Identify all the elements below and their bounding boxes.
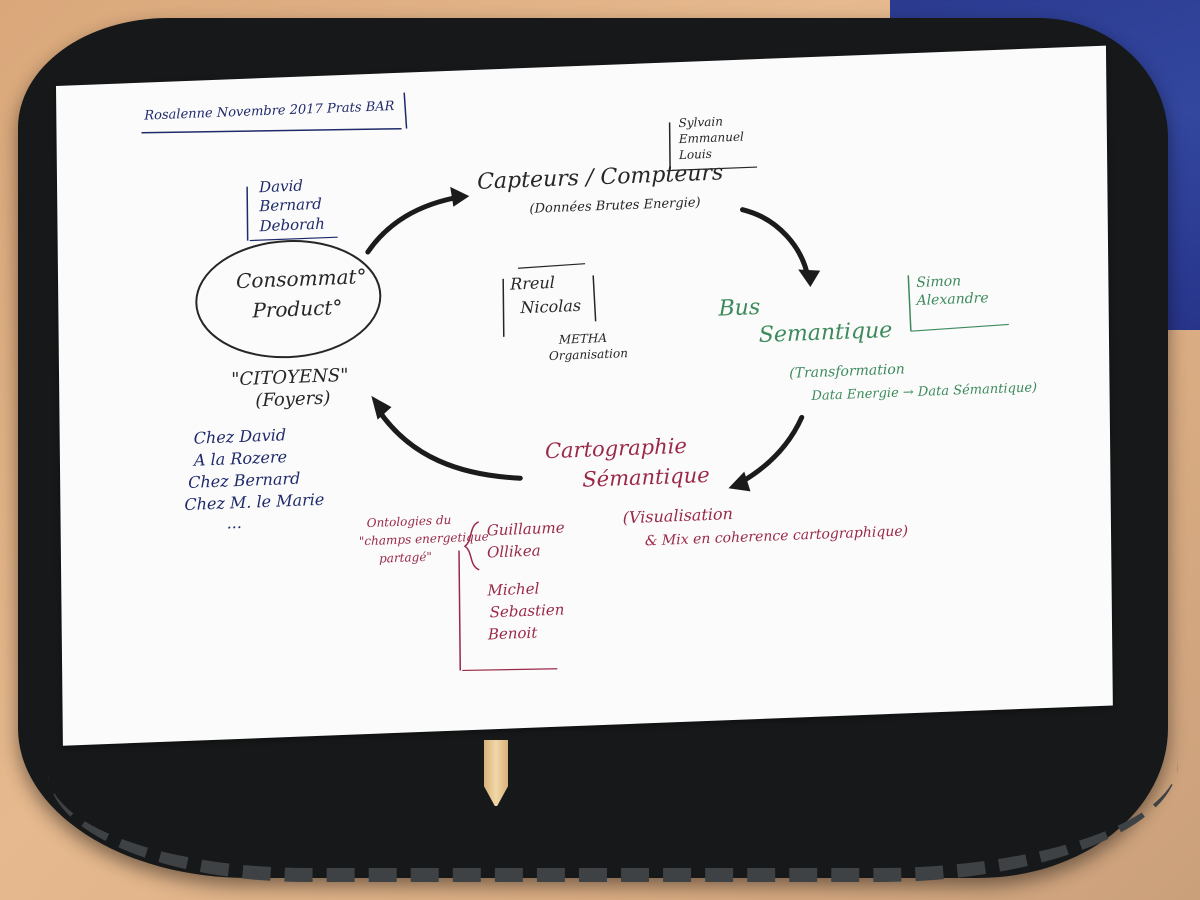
place-1: Chez David: [193, 425, 287, 448]
team-carto-4: Sebastien: [489, 600, 565, 622]
team-carto-2: Ollikea: [486, 541, 541, 562]
team-consumers-1: David: [259, 176, 304, 197]
meta-label-1: METHA: [558, 330, 608, 347]
circle-line-2: Product°: [252, 295, 343, 323]
team-carto-1: Guillaume: [486, 518, 565, 540]
zipper: [48, 738, 1178, 882]
place-5: ...: [226, 512, 242, 533]
team-bus-1: Simon: [916, 273, 962, 291]
arrow-consumers-to-sensors: [365, 193, 465, 255]
team-sensors-3: Louis: [678, 146, 712, 163]
team-meta-2: Nicolas: [520, 295, 582, 318]
team-sensors-2: Emmanuel: [678, 129, 744, 147]
team-sensors-1: Sylvain: [678, 114, 724, 131]
bus-title-2: Semantique: [758, 317, 893, 349]
team-consumers-2: Bernard: [259, 194, 322, 216]
arrow-bus-to-carto: [735, 414, 805, 487]
carto-title-2: Sémantique: [582, 462, 710, 492]
team-carto-3: Michel: [487, 579, 540, 600]
homes-label: (Foyers): [255, 387, 331, 412]
team-carto-5: Benoit: [487, 623, 538, 644]
team-bus-2: Alexandre: [916, 290, 989, 309]
drawing-lines: [141, 92, 1009, 672]
team-meta-1: Rreul: [510, 272, 555, 294]
paper-sheet: Rosalenne Novembre 2017 Prats BAR David …: [56, 45, 1113, 746]
bus-title-1: Bus: [718, 294, 761, 322]
team-consumers-3: Deborah: [259, 214, 325, 236]
ontology-line-3: partagé": [378, 549, 432, 566]
arrow-sensors-to-bus: [740, 207, 811, 282]
consumer-circle: [195, 240, 382, 359]
arrow-carto-to-consumers: [374, 406, 523, 481]
place-2: A la Rozere: [193, 447, 288, 470]
circle-line-1: Consommat°: [235, 264, 367, 294]
citizens-label: "CITOYENS": [231, 364, 349, 391]
